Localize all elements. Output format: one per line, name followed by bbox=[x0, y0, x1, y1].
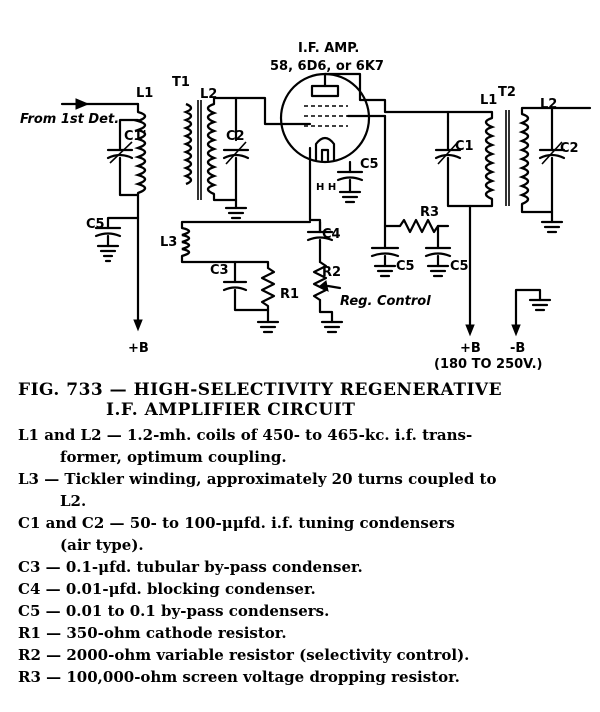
legend-text: R2 — 2000-ohm variable resistor (selecti… bbox=[18, 646, 470, 664]
legend-item-c4: C4 — 0.01-μfd. blocking condenser. bbox=[18, 578, 593, 600]
l1-left-coil bbox=[134, 110, 147, 195]
c1-right-label: C1 bbox=[455, 139, 474, 154]
legend-item-c5: C5 — 0.01 to 0.1 by-pass condensers. bbox=[18, 600, 593, 622]
grid-wire bbox=[234, 96, 312, 126]
legend-text: L1 and L2 — 1.2-mh. coils of 450- to 465… bbox=[18, 426, 473, 444]
minus-b-arrow bbox=[511, 324, 521, 337]
left-bplus-label: +B bbox=[128, 341, 149, 356]
legend-item-l1-l2: L1 and L2 — 1.2-mh. coils of 450- to 465… bbox=[18, 424, 593, 468]
component-legend: L1 and L2 — 1.2-mh. coils of 450- to 465… bbox=[18, 424, 593, 688]
legend-text: C1 and C2 — 50- to 100-μμfd. i.f. tuning… bbox=[18, 514, 455, 532]
legend-item-r1: R1 — 350-ohm cathode resistor. bbox=[18, 622, 593, 644]
legend-item-r2: R2 — 2000-ohm variable resistor (selecti… bbox=[18, 644, 593, 666]
legend-text: C3 — 0.1-μfd. tubular by-pass condenser. bbox=[18, 558, 363, 576]
c3-label: C3 bbox=[210, 263, 229, 278]
left-bplus-arrow bbox=[133, 319, 143, 332]
c5-left-label: C5 bbox=[86, 217, 105, 232]
l3-label: L3 bbox=[160, 235, 177, 250]
reg-control-label: Reg. Control bbox=[340, 294, 431, 309]
l2-left-coil bbox=[206, 102, 218, 196]
c5-lower-label: C5 bbox=[396, 259, 415, 274]
legend-item-r3: R3 — 100,000-ohm screen voltage dropping… bbox=[18, 666, 593, 688]
r1-resistor bbox=[260, 266, 276, 312]
l2-right-label: L2 bbox=[540, 97, 557, 112]
tube-plate bbox=[310, 84, 340, 98]
c2-left-label: C2 bbox=[226, 129, 245, 144]
tube-label-line2: 58, 6D6, or 6K7 bbox=[270, 59, 384, 74]
tube-label-line1: I.F. AMP. bbox=[298, 41, 359, 56]
plate-wire bbox=[323, 72, 387, 107]
r3-resistor bbox=[383, 218, 450, 234]
legend-text-cont: (air type). bbox=[60, 536, 144, 554]
minus-b-label: -B bbox=[510, 341, 525, 356]
t1-label: T1 bbox=[172, 75, 190, 90]
input-label: From 1st Det. bbox=[20, 112, 119, 127]
c2-right-label: C2 bbox=[560, 141, 579, 156]
input-arrow bbox=[75, 98, 90, 110]
legend-text: L3 — Tickler winding, approximately 20 t… bbox=[18, 470, 497, 488]
l3-coil bbox=[181, 226, 191, 258]
legend-text: R1 — 350-ohm cathode resistor. bbox=[18, 624, 287, 642]
tube-envelope bbox=[279, 72, 371, 164]
figure-title-line1: FIG. 733 — HIGH-SELECTIVITY REGENERATIVE bbox=[18, 380, 503, 400]
r3-label: R3 bbox=[420, 205, 439, 220]
t2-label: T2 bbox=[498, 85, 516, 100]
right-bplus-arrow bbox=[465, 324, 475, 337]
l1-right-coil bbox=[484, 116, 496, 201]
legend-item-c1-c2: C1 and C2 — 50- to 100-μμfd. i.f. tuning… bbox=[18, 512, 593, 556]
legend-text-cont: former, optimum coupling. bbox=[60, 448, 287, 466]
t1-l1-primary bbox=[182, 102, 193, 186]
l2-right-coil bbox=[518, 112, 530, 206]
circuit-schematic: I.F. AMP. 58, 6D6, or 6K7 From 1st Det. … bbox=[20, 41, 592, 372]
t1-core bbox=[197, 100, 202, 200]
t2-core bbox=[505, 110, 510, 206]
legend-text: C5 — 0.01 to 0.1 by-pass condensers. bbox=[18, 602, 330, 620]
legend-text-cont: L2. bbox=[60, 492, 87, 510]
r2-resistor bbox=[312, 260, 328, 302]
r2-label: R2 bbox=[322, 265, 341, 280]
heater-label: H H bbox=[316, 182, 336, 193]
right-bplus-label: +B bbox=[460, 341, 481, 356]
c5-right-label: C5 bbox=[450, 259, 469, 274]
legend-text: R3 — 100,000-ohm screen voltage dropping… bbox=[18, 668, 460, 686]
c1prime-label: C1' bbox=[124, 129, 147, 144]
c5-mid-label: C5 bbox=[360, 157, 379, 172]
voltage-range-label: (180 TO 250V.) bbox=[434, 357, 542, 372]
l1-left-label: L1 bbox=[136, 86, 153, 101]
legend-item-c3: C3 — 0.1-μfd. tubular by-pass condenser. bbox=[18, 556, 593, 578]
figure-caption: FIG. 733 — HIGH-SELECTIVITY REGENERATIVE… bbox=[18, 380, 593, 688]
figure-title-line2: I.F. AMPLIFIER CIRCUIT bbox=[106, 400, 356, 420]
l1-right-label: L1 bbox=[480, 93, 497, 108]
r1-label: R1 bbox=[280, 287, 299, 302]
legend-text: C4 — 0.01-μfd. blocking condenser. bbox=[18, 580, 316, 598]
legend-item-l3: L3 — Tickler winding, approximately 20 t… bbox=[18, 468, 593, 512]
